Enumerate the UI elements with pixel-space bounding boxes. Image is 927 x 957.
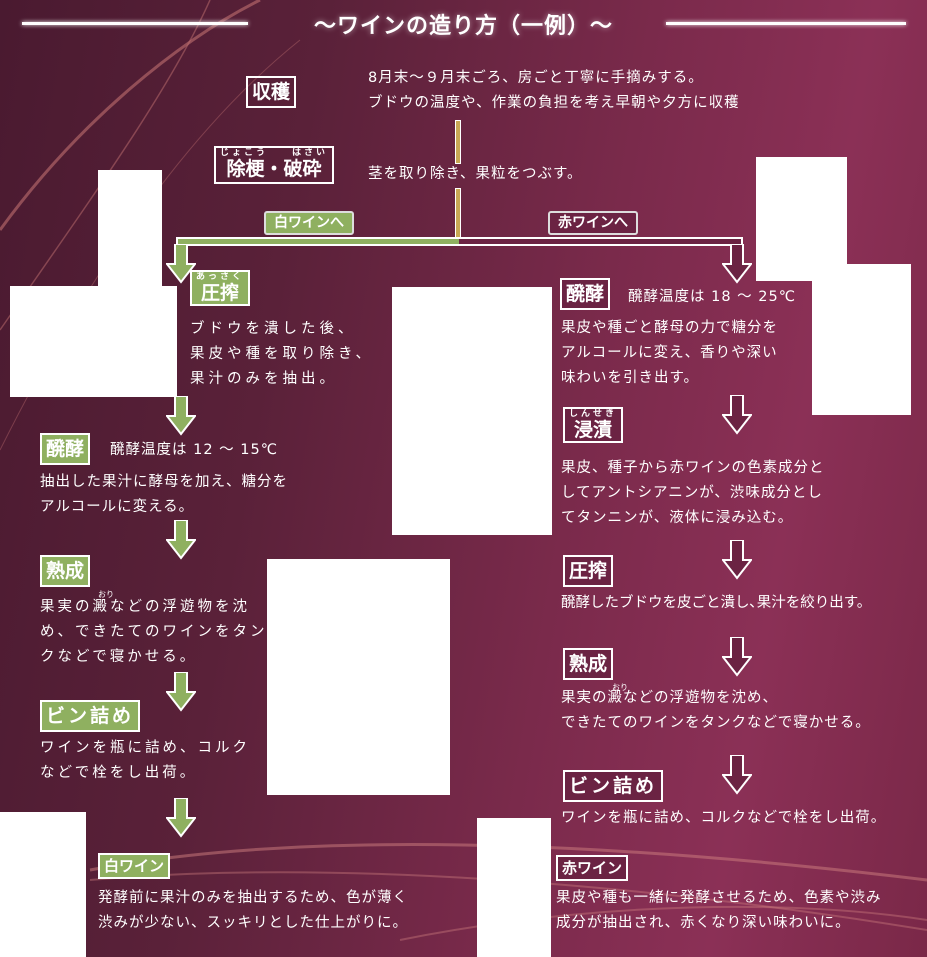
text-line: め、できたてのワインをタン — [40, 624, 268, 640]
red-maceration-label: しんせき 浸漬 — [563, 407, 624, 443]
page-title: 〜ワインの造り方（一例）〜 — [313, 14, 613, 39]
arrow-down-icon — [166, 396, 196, 436]
red-press-text: 醗酵したブドウを皮ごと潰し､果汁を絞り出す。 — [561, 595, 872, 611]
red-result-label: 赤ワイン — [556, 855, 629, 881]
text-line: 果実の澱などの浮遊物を沈め、 — [561, 690, 778, 706]
step-harvest-label: 収穫 — [246, 76, 297, 108]
white-ferment-temp: 醗酵温度は 12 ～ 15℃ — [110, 442, 279, 458]
redaction-block — [267, 559, 450, 795]
label-text: 浸漬 — [574, 419, 613, 441]
white-press-text: ブドウを潰した後、 果皮や種を取り除き、 果汁のみを抽出。 — [190, 317, 374, 392]
red-bottling-text: ワインを瓶に詰め、コルクなどで栓をし出荷。 — [561, 810, 887, 826]
ruby-text: おり — [612, 683, 628, 692]
text-line: アルコールに変え、香りや深い — [561, 345, 778, 361]
white-ferment-text: 抽出した果汁に酵母を加え、糖分を アルコールに変える。 — [40, 470, 288, 520]
label-text: 除梗・破砕 — [226, 158, 322, 180]
white-ferment-label: 醗酵 — [40, 433, 91, 465]
white-result-text: 発酵前に果汁のみを抽出するため、色が薄く 渋みが少ない、スッキリとした仕上がりに… — [98, 886, 408, 936]
ruby-text: じょこう はさい — [220, 148, 329, 158]
white-bottling-text: ワインを瓶に詰め、コルク などで栓をし出荷。 — [40, 736, 250, 786]
redaction-block — [756, 157, 847, 281]
text-line: 果皮、種子から赤ワインの色素成分と — [561, 460, 825, 476]
white-aging-text: 果実の澱などの浮遊物を沈 め、できたてのワインをタン クなどで寝かせる。 — [40, 595, 268, 670]
red-ferment-temp: 醗酵温度は 18 ～ 25℃ — [628, 289, 797, 305]
ruby-text: しんせき — [569, 409, 618, 419]
redaction-block — [812, 264, 911, 415]
red-aging-text: 果実の澱などの浮遊物を沈め、 できたてのワインをタンクなどで寝かせる。 — [561, 686, 871, 736]
redaction-block — [0, 812, 86, 957]
text-line: 果皮や種も一緒に発酵させるため、色素や渋み — [556, 890, 882, 906]
text-line: してアントシアニンが、渋味成分とし — [561, 485, 823, 501]
text-line: 味わいを引き出す。 — [561, 370, 700, 386]
redaction-block — [477, 818, 551, 957]
white-press-label: あっさく 圧搾 — [190, 270, 251, 306]
red-bottling-label: ビン詰め — [563, 770, 664, 802]
text-line: ブドウの温度や、作業の負担を考え早朝や夕方に収穫 — [368, 95, 740, 111]
text-line: 果皮や種を取り除き、 — [190, 346, 374, 362]
branch-white-badge: 白ワインへ — [264, 211, 354, 235]
red-result-text: 果皮や種も一緒に発酵させるため、色素や渋み 成分が抽出され、赤くなり深い味わいに… — [556, 886, 882, 936]
arrow-down-icon — [722, 755, 752, 795]
white-aging-label: 熟成 — [40, 555, 91, 587]
arrow-down-icon — [722, 395, 752, 435]
arrow-down-icon — [722, 540, 752, 580]
text-line: 果皮や種ごと酵母の力で糖分を — [561, 320, 778, 336]
red-ferment-text: 果皮や種ごと酵母の力で糖分を アルコールに変え、香りや深い 味わいを引き出す。 — [561, 316, 778, 391]
white-bottling-label: ビン詰め — [40, 700, 141, 732]
white-result-label: 白ワイン — [98, 853, 171, 879]
text-line: 抽出した果汁に酵母を加え、糖分を — [40, 474, 288, 490]
red-maceration-text: 果皮、種子から赤ワインの色素成分と してアントシアニンが、渋味成分とし てタンニ… — [561, 456, 825, 531]
text-line: 果実の澱などの浮遊物を沈 — [40, 599, 250, 615]
redaction-block — [392, 287, 552, 535]
step-destem-label: じょこう はさい 除梗・破砕 — [214, 146, 335, 184]
redaction-block — [98, 170, 162, 290]
title-rule-right — [666, 22, 906, 25]
step-harvest-text: 8月末〜９月末ごろ、房ごと丁寧に手摘みする。 ブドウの温度や、作業の負担を考え早… — [368, 66, 740, 116]
text-line: ブドウを潰した後、 — [190, 321, 357, 337]
text-line: できたてのワインをタンクなどで寝かせる。 — [561, 715, 871, 731]
step-destem-text: 茎を取り除き、果粒をつぶす。 — [368, 166, 583, 182]
text-line: 発酵前に果汁のみを抽出するため、色が薄く — [98, 890, 408, 906]
arrow-down-icon — [166, 672, 196, 712]
branch-bar-white — [176, 237, 459, 246]
arrow-down-icon — [166, 798, 196, 838]
red-press-label: 圧搾 — [563, 555, 614, 587]
branch-bar-red — [459, 237, 743, 246]
text-line: などで栓をし出荷。 — [40, 765, 198, 781]
text-line: アルコールに変える。 — [40, 499, 195, 515]
text-line: 成分が抽出され、赤くなり深い味わいに。 — [556, 915, 851, 931]
text-line: 8月末〜９月末ごろ、房ごと丁寧に手摘みする。 — [368, 70, 704, 86]
text-line: クなどで寝かせる。 — [40, 649, 198, 665]
flow-connector — [455, 188, 461, 238]
text-line: てタンニンが、液体に浸み込む。 — [561, 510, 794, 526]
ruby-text: あっさく — [196, 272, 245, 282]
text-line: 果汁のみを抽出。 — [190, 371, 338, 387]
red-aging-label: 熟成 — [563, 648, 614, 680]
arrow-down-icon — [166, 244, 196, 284]
arrow-down-icon — [722, 244, 752, 284]
text-line: ワインを瓶に詰め、コルク — [40, 740, 250, 756]
title-rule-left — [22, 22, 248, 25]
text-line: 渋みが少ない、スッキリとした仕上がりに。 — [98, 915, 408, 931]
redaction-block — [10, 286, 177, 397]
arrow-down-icon — [722, 637, 752, 677]
flow-connector — [455, 120, 461, 164]
ruby-text: おり — [98, 590, 114, 599]
arrow-down-icon — [166, 520, 196, 560]
branch-red-badge: 赤ワインへ — [548, 211, 638, 235]
red-ferment-label: 醗酵 — [560, 278, 611, 310]
label-text: 圧搾 — [201, 282, 240, 304]
